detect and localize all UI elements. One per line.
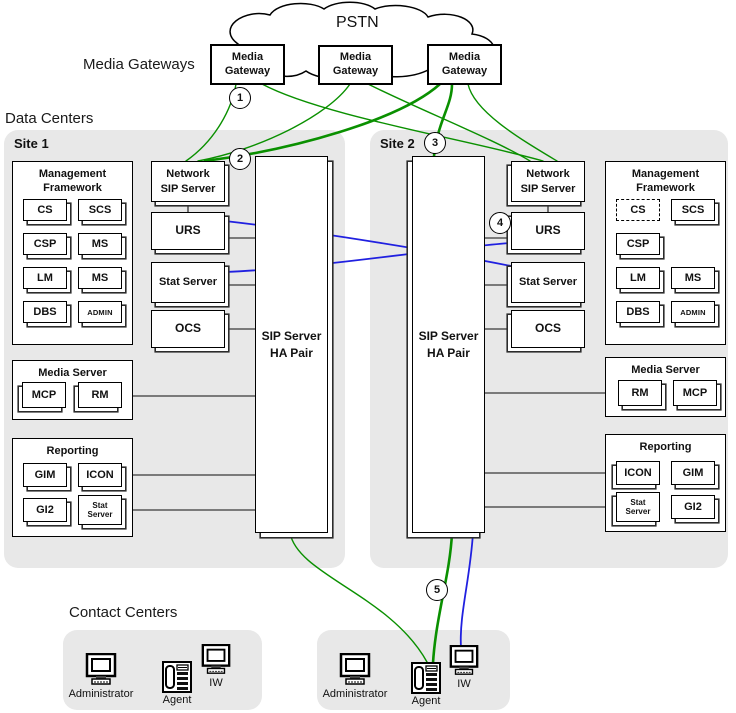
site2-rm: RM (618, 380, 662, 406)
site2-mf-admin: ADMIN (671, 301, 715, 323)
site2-media-server-title: Media Server (631, 364, 700, 376)
monitor-icon (339, 653, 371, 685)
site2-stat-server: Stat Server (511, 262, 585, 303)
cc2-iw-label: IW (457, 678, 471, 690)
site2-mf-ms: MS (671, 267, 715, 289)
cc2-administrator-label: Administrator (322, 688, 388, 700)
site1-rm: RM (78, 382, 122, 408)
site2-mf-cs: CS (616, 199, 660, 221)
site1-icon: ICON (78, 463, 122, 487)
step-badge-4: 4 (489, 212, 511, 234)
site1-gi2: GI2 (23, 498, 67, 522)
step-badge-5: 5 (426, 579, 448, 601)
site1-mf-lm: LM (23, 267, 67, 289)
site2-mf-csp: CSP (616, 233, 660, 255)
site2-name: Site 2 (380, 136, 415, 151)
site1-ocs: OCS (151, 310, 225, 348)
site1-network-sip-server: Network SIP Server (151, 161, 225, 202)
contact-centers-label: Contact Centers (69, 604, 178, 621)
site1-mf-admin: ADMIN (78, 301, 122, 323)
cc2-administrator: Administrator (322, 653, 388, 700)
site1-urs: URS (151, 212, 225, 250)
pstn-label: PSTN (336, 14, 379, 31)
media-gateway-1: Media Gateway (210, 44, 285, 85)
site1-stat-server: Stat Server (151, 262, 225, 303)
site2-stat-server-small: Stat Server (616, 492, 660, 522)
cc2-iw: IW (444, 645, 484, 690)
site1-sip-server-ha-pair: SIP Server HA Pair (255, 156, 328, 533)
site2-mf-scs: SCS (671, 199, 715, 221)
phone-icon (411, 662, 441, 694)
site2-network-sip-server: Network SIP Server (511, 161, 585, 202)
site1-mf-csp: CSP (23, 233, 67, 255)
site2-mf-title: Management Framework (631, 168, 700, 194)
step-badge-3: 3 (424, 132, 446, 154)
site1-mf-cs: CS (23, 199, 67, 221)
site2-icon: ICON (616, 461, 660, 485)
site1-mf-ms2: MS (78, 267, 122, 289)
site1-stat-server-small: Stat Server (78, 495, 122, 525)
cc1-iw-label: IW (209, 677, 223, 689)
cc1-agent-label: Agent (162, 694, 192, 706)
site1-mf-title: Management Framework (38, 168, 107, 194)
step-badge-2: 2 (229, 148, 251, 170)
site1-mf-ms1: MS (78, 233, 122, 255)
step-badge-1: 1 (229, 87, 251, 109)
site2-reporting-title: Reporting (639, 441, 692, 453)
site1-name: Site 1 (14, 136, 49, 151)
site1-reporting-title: Reporting (46, 445, 99, 457)
monitor-icon (201, 644, 231, 674)
site1-gim: GIM (23, 463, 67, 487)
site2-mf-dbs: DBS (616, 301, 660, 323)
site2-urs: URS (511, 212, 585, 250)
cc1-agent: Agent (155, 661, 199, 706)
monitor-icon (449, 645, 479, 675)
media-gateway-3: Media Gateway (427, 44, 502, 85)
cc2-agent-label: Agent (411, 695, 441, 707)
site2-gi2: GI2 (671, 495, 715, 519)
media-gateway-2: Media Gateway (318, 45, 393, 85)
data-centers-label: Data Centers (5, 110, 94, 127)
media-gateways-label: Media Gateways (83, 56, 195, 73)
site1-mcp: MCP (22, 382, 66, 408)
cc1-iw: IW (196, 644, 236, 689)
site2-mcp: MCP (673, 380, 717, 406)
phone-icon (162, 661, 192, 693)
cc1-administrator: Administrator (68, 653, 134, 700)
site2-ocs: OCS (511, 310, 585, 348)
cc2-agent: Agent (404, 662, 448, 707)
site1-mf-scs: SCS (78, 199, 122, 221)
site2-sip-server-ha-pair: SIP Server HA Pair (412, 156, 485, 533)
cc1-administrator-label: Administrator (68, 688, 134, 700)
site1-mf-dbs: DBS (23, 301, 67, 323)
site2-gim: GIM (671, 461, 715, 485)
site1-media-server-title: Media Server (38, 367, 107, 379)
site2-mf-lm: LM (616, 267, 660, 289)
monitor-icon (85, 653, 117, 685)
